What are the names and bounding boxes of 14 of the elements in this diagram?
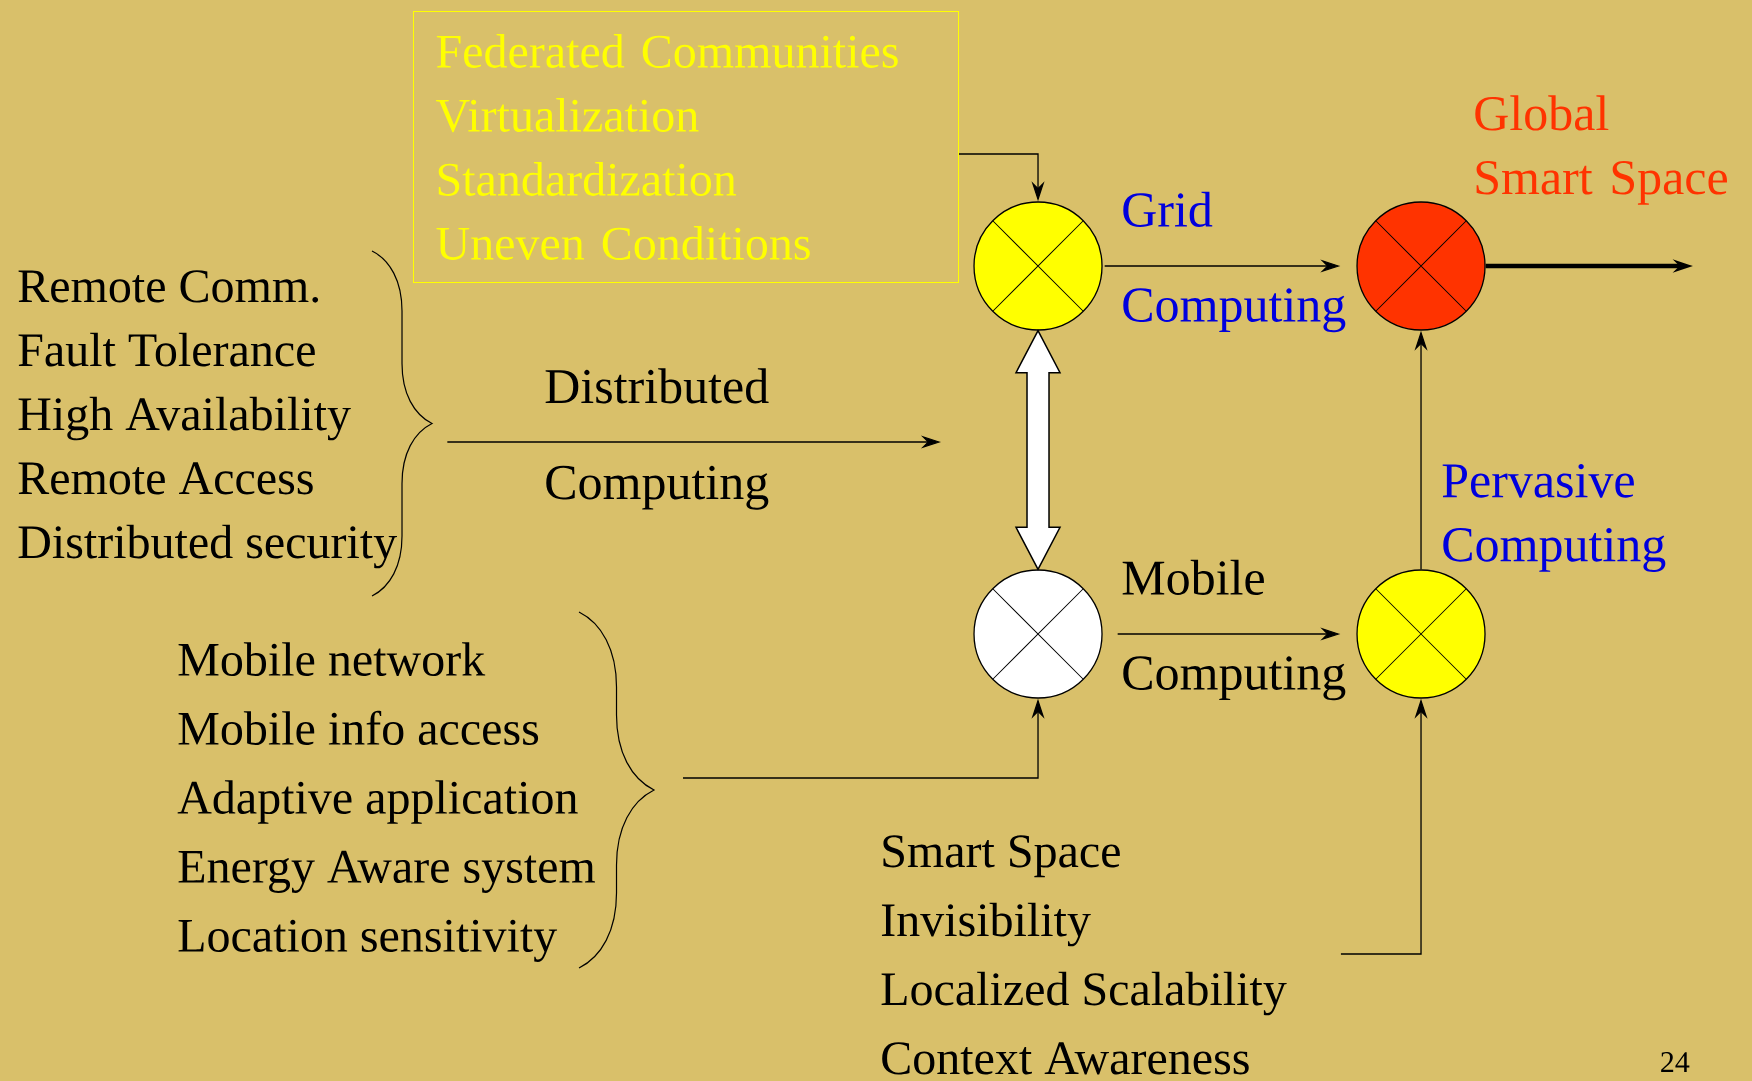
- text-list: Remote Comm. Fault Tolerance High Availability Remote Access Distributed security: [18, 270, 397, 569]
- page-number: 24: [1661, 1052, 1690, 1072]
- edge-label: Pervasive Computing: [1442, 464, 1666, 572]
- edge-label: Global Smart Space: [1475, 95, 1727, 205]
- edge-label: Mobile Computing: [1122, 559, 1346, 701]
- summing-junction: [973, 201, 1103, 331]
- summing-junction: [973, 569, 1103, 699]
- edge-label: Distributed Computing: [545, 368, 769, 510]
- edge-label: Grid Computing: [1123, 191, 1346, 333]
- text-box: Federated Communities Virtualization Standardization Uneven Conditions: [413, 11, 959, 283]
- text-list: Smart Space Invisibility Localized Scalability Context Awareness: [881, 835, 1287, 1075]
- block-arrow: [1014, 329, 1062, 571]
- summing-junction: [1356, 201, 1486, 331]
- text-list: Mobile network Mobile info access Adaptive application Energy Aware system Location sensitivity: [177, 642, 596, 962]
